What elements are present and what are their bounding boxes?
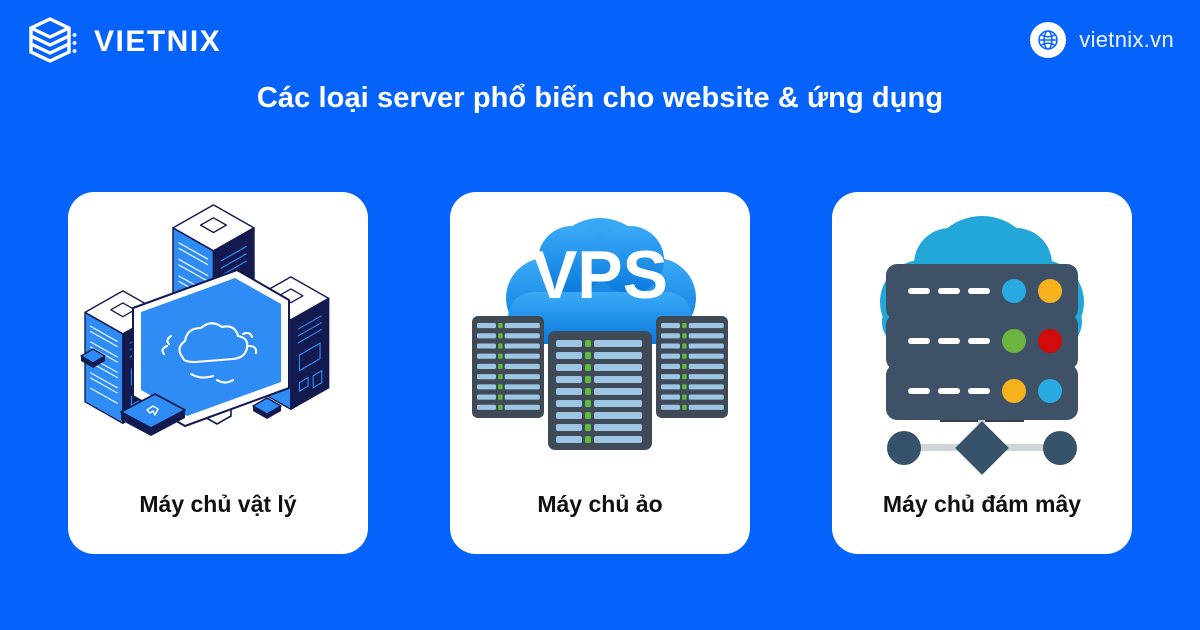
- card-physical-server[interactable]: Máy chủ vật lý: [68, 192, 368, 554]
- globe-icon: [1030, 22, 1067, 58]
- status-dot-amber: [1038, 279, 1062, 303]
- cards-container: Máy chủ vật lý: [68, 192, 1132, 554]
- isometric-physical-servers-with-monitor-icon: [68, 192, 368, 484]
- stacked-layers-icon: [26, 14, 80, 69]
- page-header: VIETNIX vietnix.vn: [0, 0, 1200, 78]
- card-virtual-server[interactable]: VPS: [450, 192, 750, 554]
- card-label: Máy chủ đám mây: [882, 491, 1082, 517]
- card-cloud-server[interactable]: Máy chủ đám mây: [832, 192, 1132, 554]
- page-title: Các loại server phổ biến cho website & ứ…: [256, 82, 944, 114]
- status-dot-red: [1038, 329, 1062, 353]
- network-diagram: [887, 420, 1077, 475]
- cloud-server-network-icon: [832, 192, 1132, 484]
- site-url-group[interactable]: vietnix.vn: [1030, 22, 1174, 58]
- vps-cloud-text: VPS: [532, 237, 668, 313]
- status-dot-amber: [1002, 379, 1026, 403]
- server-unit-3: [886, 364, 1078, 420]
- brand-logo-group[interactable]: VIETNIX: [26, 14, 221, 69]
- card-label: Máy chủ ảo: [537, 491, 663, 517]
- site-url-text: vietnix.vn: [1079, 27, 1174, 52]
- vps-cloud-with-server-racks-icon: VPS: [450, 192, 750, 484]
- status-dot-cyan: [1002, 279, 1026, 303]
- status-dot-cyan: [1038, 379, 1062, 403]
- status-dot-green: [1002, 329, 1026, 353]
- card-label: Máy chủ vật lý: [139, 491, 297, 517]
- brand-name: VIETNIX: [94, 24, 222, 58]
- server-unit-2: [886, 314, 1078, 370]
- server-unit-1: [886, 264, 1078, 320]
